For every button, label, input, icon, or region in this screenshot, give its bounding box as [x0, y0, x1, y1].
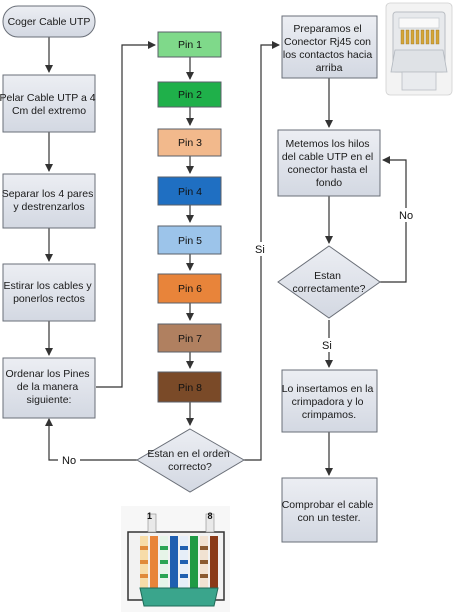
- svg-text:Ordenar los Pines de la: Ordenar los Pines de la manera siguiente…: [6, 368, 93, 406]
- step-meter-line3: conector hasta el: [288, 164, 368, 176]
- pin-2: Pin 2: [157, 81, 222, 108]
- step-estirar-line1: Estirar los cables y: [3, 280, 92, 292]
- step-ordenar-line2: de la manera: [17, 381, 78, 393]
- step-pelar-line2: Cm del extremo: [12, 105, 86, 117]
- pin-7: Pin 7: [157, 323, 222, 353]
- step-comprobar-line2: con un tester.: [297, 512, 360, 524]
- step-comprobar-line1: Comprobar el cable: [282, 499, 374, 511]
- pin-mark-1: 1: [147, 511, 152, 521]
- step-ordenar-line1: Ordenar los Pines: [6, 368, 90, 380]
- step-pelar: Pelar Cable UTP a 4 Cm del extremo: [0, 74, 99, 133]
- pin-8-swatch: [157, 371, 222, 403]
- pin-6-label: Pin 6: [178, 283, 202, 295]
- si-label-bg: [253, 242, 269, 256]
- pin-4: Pin 4: [157, 176, 222, 206]
- step-crimpar: Lo insertamos en la crimpadora y lo crim…: [281, 369, 378, 433]
- step-preparar: Preparamos el Conector Rj45 con los cont…: [281, 15, 378, 79]
- pin-1: Pin 1: [157, 31, 222, 58]
- decision-correct-line2: correctamente?: [293, 283, 366, 295]
- decision-order: Estan en el orden correcto?: [136, 428, 245, 493]
- step-crimpar-line1: Lo insertamos en la: [282, 383, 374, 395]
- step-meter-line2: del cable UTP en el: [282, 151, 373, 163]
- step-comprobar: Comprobar el cable con un tester.: [281, 477, 378, 543]
- svg-text:Estirar los cables y pon: Estirar los cables y ponerlos rectos: [3, 280, 94, 305]
- pin-8: Pin 8: [157, 371, 222, 403]
- pin-5-label: Pin 5: [178, 235, 202, 247]
- svg-text:Estan en el orden correc: Estan en el orden correcto?: [147, 448, 232, 473]
- svg-text:Metemos los hilos del ca: Metemos los hilos del cable UTP en el co…: [282, 138, 376, 189]
- pin-mark-8: 8: [207, 511, 212, 521]
- edge-label-no-right: No: [399, 210, 413, 222]
- step-separar-line2: y destrenzarlos: [13, 201, 84, 213]
- svg-text:Lo insertamos en la crim: Lo insertamos en la crimpadora y lo crim…: [282, 383, 377, 421]
- wire-strands: [140, 536, 218, 588]
- start-node: Coger Cable UTP: [2, 5, 96, 38]
- step-pelar-line1: Pelar Cable UTP a 4: [0, 92, 96, 104]
- pin-7-label: Pin 7: [178, 333, 202, 345]
- edge-label-no-left: No: [62, 455, 76, 467]
- pin-2-label: Pin 2: [178, 89, 202, 101]
- step-estirar-line2: ponerlos rectos: [13, 293, 85, 305]
- si-right-label-bg: [320, 338, 336, 352]
- svg-text:Pelar Cable UTP a 4 Cm d: Pelar Cable UTP a 4 Cm del extremo: [0, 92, 99, 117]
- decision-correct: Estan correctamente?: [277, 245, 381, 319]
- pin-6: Pin 6: [157, 273, 222, 304]
- start-label: Coger Cable UTP: [8, 16, 91, 28]
- pin-4-label: Pin 4: [178, 186, 202, 198]
- step-estirar: Estirar los cables y ponerlos rectos: [2, 263, 96, 322]
- rj45-connector-image: [385, 2, 453, 96]
- step-separar: Separar los 4 pares y destrenzarlos: [2, 173, 97, 229]
- step-meter-line1: Metemos los hilos: [286, 138, 370, 150]
- decision-order-line2: correcto?: [168, 461, 212, 473]
- cable-wiring-image: 1 8: [121, 506, 230, 612]
- step-crimpar-line2: crimpadora y lo: [292, 396, 364, 408]
- step-preparar-line4: arriba: [316, 62, 343, 74]
- pin-8-label: Pin 8: [178, 382, 202, 394]
- step-preparar-line2: Conector Rj45 con: [284, 36, 371, 48]
- step-separar-line1: Separar los 4 pares: [2, 188, 94, 200]
- svg-text:Separar los 4 pares y de: Separar los 4 pares y destrenzarlos: [2, 188, 97, 213]
- step-ordenar: Ordenar los Pines de la manera siguiente…: [2, 357, 96, 419]
- pin-5-swatch: [157, 225, 222, 255]
- pin-3-label: Pin 3: [178, 137, 202, 149]
- pin-3: Pin 3: [157, 128, 222, 157]
- svg-text:Comprobar el cable con u: Comprobar el cable con un tester.: [282, 499, 377, 524]
- step-meter: Metemos los hilos del cable UTP en el co…: [277, 129, 381, 197]
- decision-order-line1: Estan en el orden: [147, 448, 229, 460]
- step-crimpar-line3: crimpamos.: [302, 409, 356, 421]
- svg-text:Preparamos el Conector R: Preparamos el Conector Rj45 con los cont…: [283, 23, 375, 74]
- svg-text:Estan correctamente?: Estan correctamente?: [293, 270, 366, 295]
- step-preparar-line3: los contactos hacia: [283, 49, 372, 61]
- pin-1-swatch: [157, 31, 222, 58]
- edge-label-si-order: Si: [255, 244, 265, 256]
- pin-6-swatch: [157, 273, 222, 304]
- pin-1-label: Pin 1: [178, 39, 202, 51]
- pin-2-swatch: [157, 81, 222, 108]
- pin-5: Pin 5: [157, 225, 222, 255]
- pin-4-swatch: [157, 176, 222, 206]
- step-meter-line4: fondo: [316, 177, 342, 189]
- no-right-label-bg: [396, 208, 416, 222]
- step-preparar-line1: Preparamos el: [293, 23, 361, 35]
- no-label-bg: [58, 453, 80, 467]
- pin-3-swatch: [157, 128, 222, 157]
- pin-7-swatch: [157, 323, 222, 353]
- step-ordenar-line3: siguiente:: [27, 394, 72, 406]
- decision-correct-line1: Estan: [314, 270, 341, 282]
- edge-label-si-right: Si: [322, 340, 332, 352]
